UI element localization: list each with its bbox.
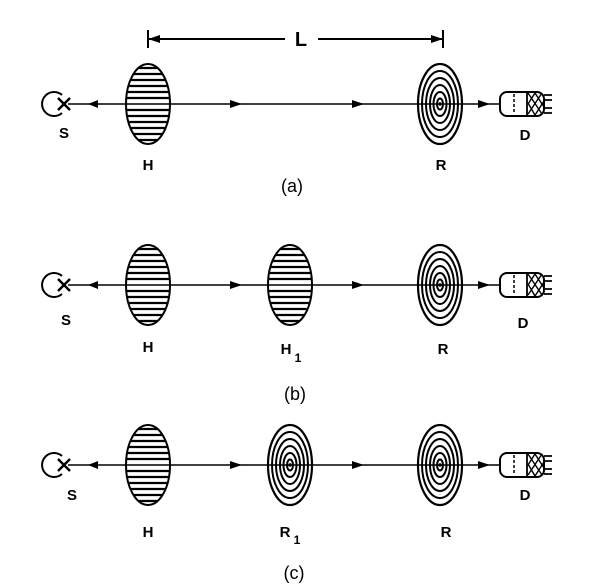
detector-icon (499, 91, 552, 117)
element-label: S (61, 312, 71, 329)
source-icon (41, 272, 71, 298)
element-label: R (441, 524, 452, 541)
ray-arrow (352, 461, 364, 469)
element-label: S (59, 125, 69, 142)
element-label: D (518, 315, 529, 332)
ray-arrow (352, 100, 364, 108)
source-icon (41, 91, 71, 117)
detector-icon (499, 452, 552, 478)
ray-arrow (88, 281, 98, 289)
ray-arrow (230, 100, 242, 108)
element-label: R (280, 524, 291, 541)
zone-plate-icon (416, 62, 464, 146)
element-label: D (520, 487, 531, 504)
detector-icon (499, 272, 552, 298)
zone-plate-icon (266, 423, 314, 507)
panel-caption: (b) (284, 384, 306, 404)
ray-arrow (478, 461, 490, 469)
panel-c: S H R 1 R D (c) (41, 423, 552, 583)
zone-plate-icon (416, 423, 464, 507)
element-label: H (143, 339, 154, 356)
element-label: H (281, 341, 292, 358)
ray-arrow (352, 281, 364, 289)
zone-plate-icon (416, 243, 464, 327)
panel-b: S H H 1 R D (b) (41, 243, 552, 404)
ray-arrow (478, 100, 490, 108)
panel-caption: (c) (284, 563, 305, 583)
element-subscript: 1 (295, 351, 302, 365)
panel-a: S H R D (a) (41, 62, 552, 196)
distance-marker: L (147, 29, 444, 51)
source-icon (41, 452, 71, 478)
element-label: S (67, 487, 77, 504)
element-label: D (520, 127, 531, 144)
element-label: H (143, 157, 154, 174)
ray-arrow (88, 461, 98, 469)
element-subscript: 1 (294, 533, 301, 547)
distance-label: L (295, 29, 307, 51)
hologram-icon (125, 63, 171, 145)
element-label: H (143, 524, 154, 541)
element-label: R (436, 157, 447, 174)
ray-arrow (88, 100, 98, 108)
ray-arrow (230, 281, 242, 289)
panel-caption: (a) (281, 176, 303, 196)
element-label: R (438, 341, 449, 358)
ray-arrow (478, 281, 490, 289)
ray-arrow (230, 461, 242, 469)
